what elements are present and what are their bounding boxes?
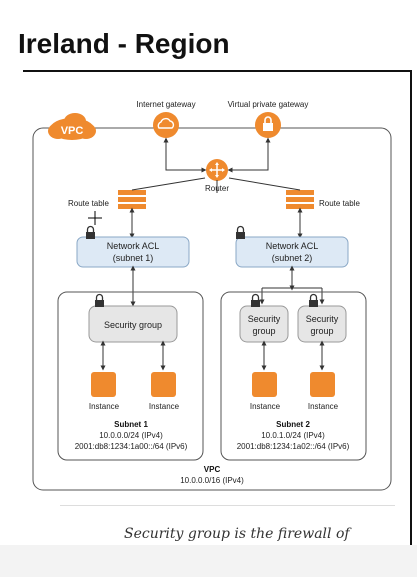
page-title: Ireland - Region xyxy=(18,28,230,59)
instance-label-1b: Instance xyxy=(149,402,180,411)
subnet1-ipv4: 10.0.0.0/24 (IPv4) xyxy=(99,431,163,440)
vpn-gateway-lock-icon xyxy=(255,112,281,138)
security-group-subnet1: Security group xyxy=(88,305,178,343)
instance-icon-subnet1-b xyxy=(151,372,176,397)
sg-left-lock-icon xyxy=(95,293,104,307)
internet-gateway-label: Internet gateway xyxy=(136,100,195,109)
instance-icon-subnet1-a xyxy=(91,372,116,397)
acl-subnet-connectors xyxy=(130,265,325,307)
bottom-strip xyxy=(0,545,417,577)
instance-label-2b: Instance xyxy=(308,402,339,411)
route-table-right-icon xyxy=(286,190,314,209)
subnet1-ipv6: 2001:db8:1234:1a00::/64 (IPv6) xyxy=(75,442,188,451)
vpc-badge: VPC xyxy=(48,113,96,140)
acl-right-line1: Network ACL xyxy=(266,241,319,251)
security-group-subnet2-a: Security group xyxy=(239,305,289,343)
vpc-badge-label: VPC xyxy=(61,125,84,137)
route-table-left-icon xyxy=(118,190,146,209)
subnet2-title: Subnet 2 xyxy=(276,420,310,429)
instance-label-2a: Instance xyxy=(250,402,281,411)
divider xyxy=(60,505,395,506)
acl-right-line2: (subnet 2) xyxy=(272,253,313,263)
vpc-title: VPC xyxy=(204,465,221,474)
network-acl-subnet2: Network ACL (subnet 2) xyxy=(235,236,349,268)
route-table-right-label: Route table xyxy=(319,199,360,208)
network-acl-subnet1: Network ACL (subnet 1) xyxy=(76,236,190,268)
subnet1-boundary xyxy=(57,291,204,461)
router-route-connectors xyxy=(131,177,301,193)
acl-left-line1: Network ACL xyxy=(107,241,160,251)
sg-right-b-lock-icon xyxy=(309,293,318,307)
subnet2-boundary xyxy=(220,291,367,461)
route-table-left-label: Route table xyxy=(68,199,109,208)
subnet1-title: Subnet 1 xyxy=(114,420,148,429)
sg-right-a-line2: group xyxy=(252,326,275,336)
instance-icon-subnet2-b xyxy=(310,372,335,397)
subnet2-ipv6: 2001:db8:1234:1a02::/64 (IPv6) xyxy=(237,442,350,451)
router-icon xyxy=(206,159,228,181)
acl-right-lock-icon xyxy=(236,225,245,239)
sg-right-a-lock-icon xyxy=(251,293,260,307)
acl-left-lock-icon xyxy=(86,225,95,239)
figure-caption: Security group is the firewall of xyxy=(124,526,350,542)
sg-right-b-line2: group xyxy=(310,326,333,336)
sg-left-label: Security group xyxy=(104,320,162,330)
sg-instance-connectors xyxy=(100,340,325,371)
vpc-cidr: 10.0.0.0/16 (IPv4) xyxy=(180,476,244,485)
content-frame xyxy=(23,70,412,548)
internet-gateway-icon xyxy=(153,112,179,138)
instance-label-1a: Instance xyxy=(89,402,120,411)
subnet2-ipv4: 10.0.1.0/24 (IPv4) xyxy=(261,431,325,440)
route-to-acl-connectors xyxy=(129,207,303,239)
virtual-private-gateway-label: Virtual private gateway xyxy=(228,100,309,109)
sg-right-a-line1: Security xyxy=(248,314,281,324)
sg-right-b-line1: Security xyxy=(306,314,339,324)
instance-icon-subnet2-a xyxy=(252,372,277,397)
acl-left-line2: (subnet 1) xyxy=(113,253,154,263)
security-group-subnet2-b: Security group xyxy=(297,305,347,343)
crosshair-cursor-icon xyxy=(88,211,102,225)
